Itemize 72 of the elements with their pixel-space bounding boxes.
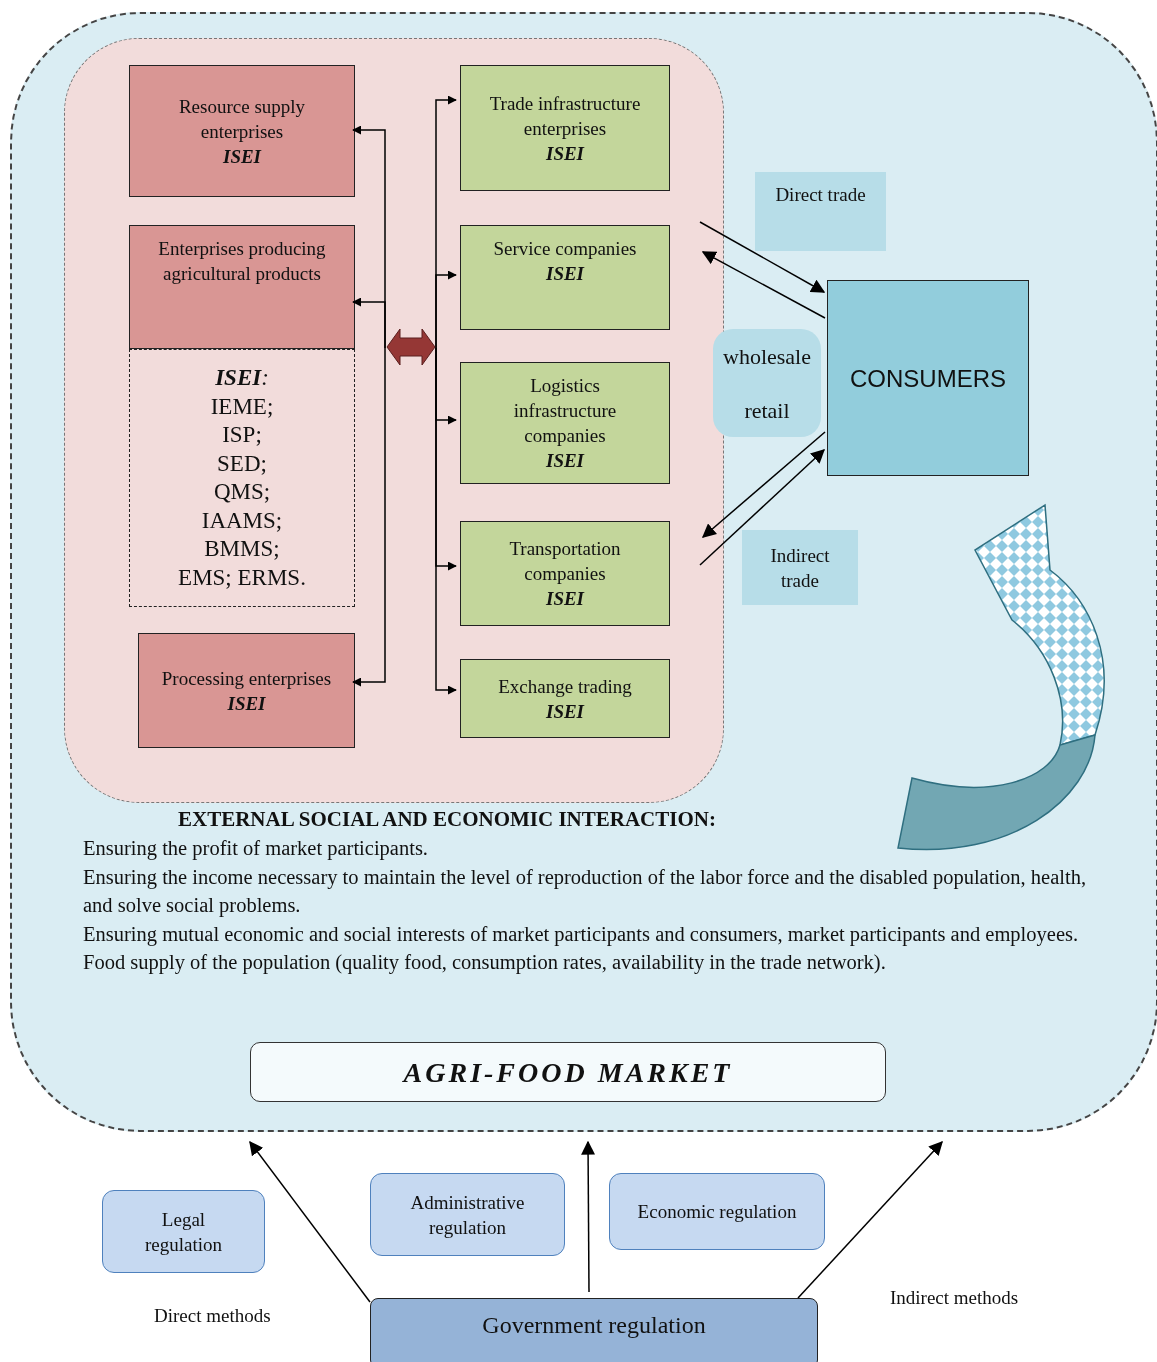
- node-label: Trade infrastructure enterprises: [488, 91, 642, 141]
- isei-list-box: [129, 349, 355, 607]
- enterprise-box: [129, 225, 355, 349]
- arrow: [701, 251, 826, 319]
- arrow: [797, 1140, 943, 1299]
- company-box: [460, 225, 670, 330]
- method-label: Indirect methods: [890, 1286, 1020, 1310]
- node-label: Government regulation: [482, 1313, 706, 1338]
- arrow: [435, 347, 457, 695]
- node-label: Exchange trading: [498, 674, 632, 699]
- regulation-box: [609, 1173, 825, 1250]
- consumers-box: [827, 280, 1029, 476]
- node-label: Enterprises producing agricultural products: [157, 237, 327, 286]
- market-title-box: [250, 1042, 886, 1102]
- company-box: [460, 521, 670, 626]
- body-text: Food supply of the population (quality food, consumption rates, availability in the trade network).: [83, 950, 887, 976]
- node-label: Economic regulation: [637, 1200, 797, 1224]
- node-label: ISEI: [546, 141, 584, 166]
- enterprise-box: [129, 65, 355, 197]
- node-label: CONSUMERS: [850, 365, 1006, 391]
- method-label: Direct methods: [154, 1304, 272, 1328]
- node-label: retail: [744, 397, 790, 423]
- trade-label-box: [755, 172, 886, 251]
- body-text: Ensuring the profit of market participants.: [83, 836, 429, 862]
- arrow: [699, 449, 826, 566]
- regulation-box: [370, 1173, 565, 1256]
- government-box: [370, 1298, 818, 1362]
- node-label: wholesale: [723, 343, 811, 369]
- node-label: Indirect trade: [769, 543, 831, 593]
- node-label: Transportation companies: [508, 537, 622, 586]
- node-label: ISEI: [546, 449, 584, 473]
- market-area: [10, 12, 1157, 1132]
- arrow: [352, 297, 386, 349]
- node-label: ISP;: [222, 421, 262, 449]
- node-label: Administrative regulation: [409, 1190, 526, 1240]
- regulation-box: [102, 1190, 265, 1273]
- node-label: Processing enterprises: [161, 666, 332, 691]
- node-label: EMS; ERMS.: [178, 563, 306, 592]
- node-label: ISEI: [546, 262, 584, 286]
- node-label: Legal regulation: [144, 1207, 223, 1257]
- body-text: Ensuring mutual economic and social interests of market participants and consumers, market participants and employees.: [83, 921, 1080, 948]
- arrow: [435, 270, 457, 349]
- enterprise-area: [64, 38, 724, 803]
- node-label: Service companies: [493, 237, 637, 261]
- arrow: [701, 431, 826, 538]
- node-label: AGRI-FOOD MARKET: [403, 1059, 733, 1085]
- node-label: ISEI:: [215, 364, 269, 392]
- channel-box: [713, 329, 821, 437]
- node-label: Logistics infrastructure companies: [512, 374, 618, 448]
- node-label: Direct trade: [775, 183, 866, 207]
- company-box: [460, 362, 670, 484]
- double-block-arrow: [386, 328, 436, 366]
- enterprise-box: [138, 633, 355, 748]
- body-text: Ensuring the income necessary to maintain the level of reproduction of the labor force and the disabled population, health, and solve social problems.: [83, 864, 1088, 919]
- arrow: [352, 347, 386, 687]
- arrow: [249, 1140, 371, 1303]
- trade-label-box: [742, 530, 858, 605]
- section-heading: EXTERNAL SOCIAL AND ECONOMIC INTERACTION:: [178, 806, 717, 833]
- node-label: IAAMS;: [201, 506, 283, 535]
- node-label: ISEI: [223, 144, 261, 169]
- node-label: ISEI: [546, 587, 584, 611]
- company-box: [460, 65, 670, 191]
- arrow: [699, 221, 826, 293]
- node-label: ISEI: [546, 699, 584, 724]
- company-box: [460, 659, 670, 738]
- node-label: IEME;: [210, 392, 274, 421]
- node-label: ISEI: [227, 691, 266, 716]
- node-label: QMS;: [213, 478, 271, 506]
- arrow: [581, 1140, 596, 1293]
- node-label: SED;: [217, 449, 267, 478]
- node-label: BMMS;: [204, 535, 280, 563]
- node-label: Resource supply enterprises: [177, 94, 307, 144]
